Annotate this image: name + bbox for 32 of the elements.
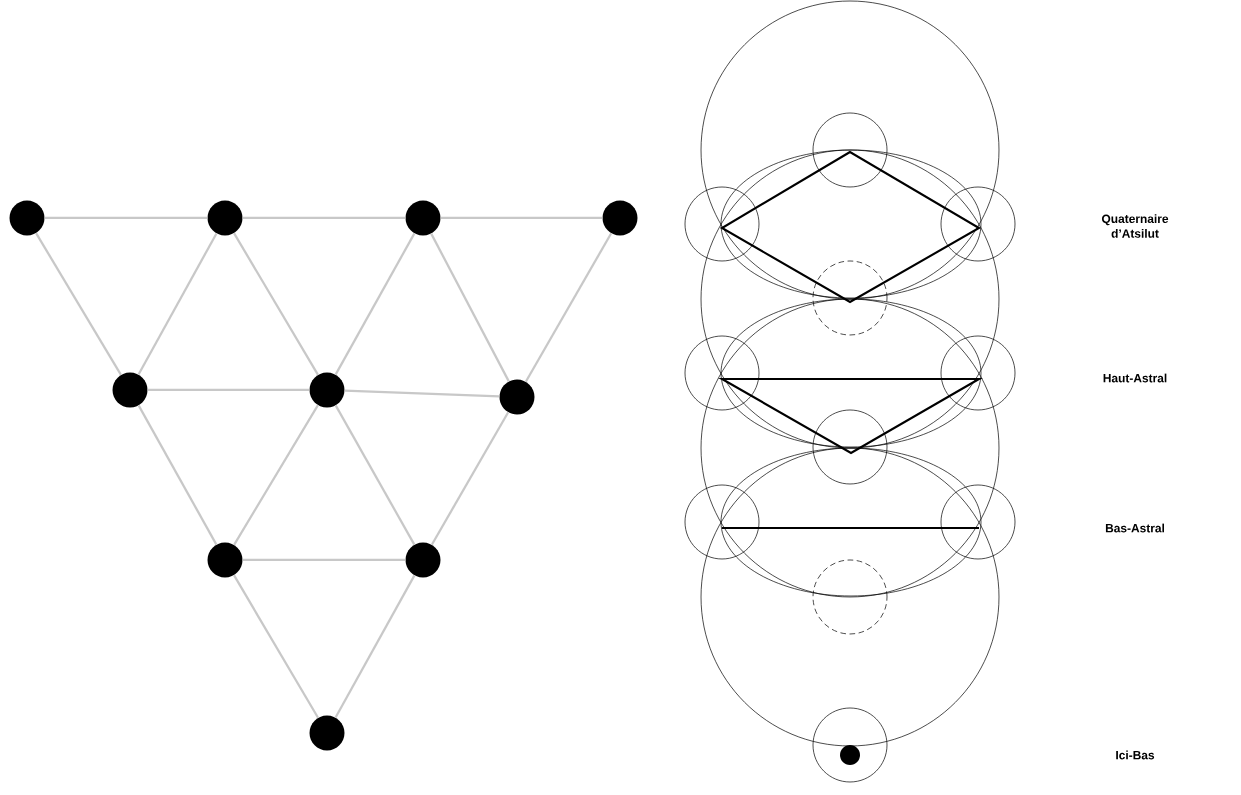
line (44, 216, 208, 220)
line (242, 216, 406, 220)
line (35, 232, 122, 376)
line (334, 574, 416, 719)
line (430, 233, 510, 382)
dot (207, 542, 243, 578)
line (137, 232, 218, 376)
dot (309, 715, 345, 751)
line (242, 558, 406, 562)
line (430, 411, 510, 546)
dot (405, 542, 441, 578)
level-label: Bas-Astral (1105, 523, 1165, 533)
level-label: Haut-Astral (1103, 373, 1167, 383)
dot (309, 372, 345, 408)
line (233, 404, 319, 546)
line (344, 389, 500, 398)
dot (112, 372, 148, 408)
line (334, 404, 416, 546)
line (334, 232, 416, 376)
level-label: Quaternaire d’Atsilut (1101, 214, 1169, 238)
dot (207, 200, 243, 236)
level-label: Ici-Bas (1116, 750, 1155, 760)
dot (9, 200, 45, 236)
line (524, 232, 613, 383)
dot (499, 379, 535, 415)
dot (602, 200, 638, 236)
dot (405, 200, 441, 236)
line (440, 216, 603, 220)
line (137, 404, 218, 546)
line (233, 232, 319, 376)
line (147, 388, 310, 392)
line (233, 574, 319, 719)
